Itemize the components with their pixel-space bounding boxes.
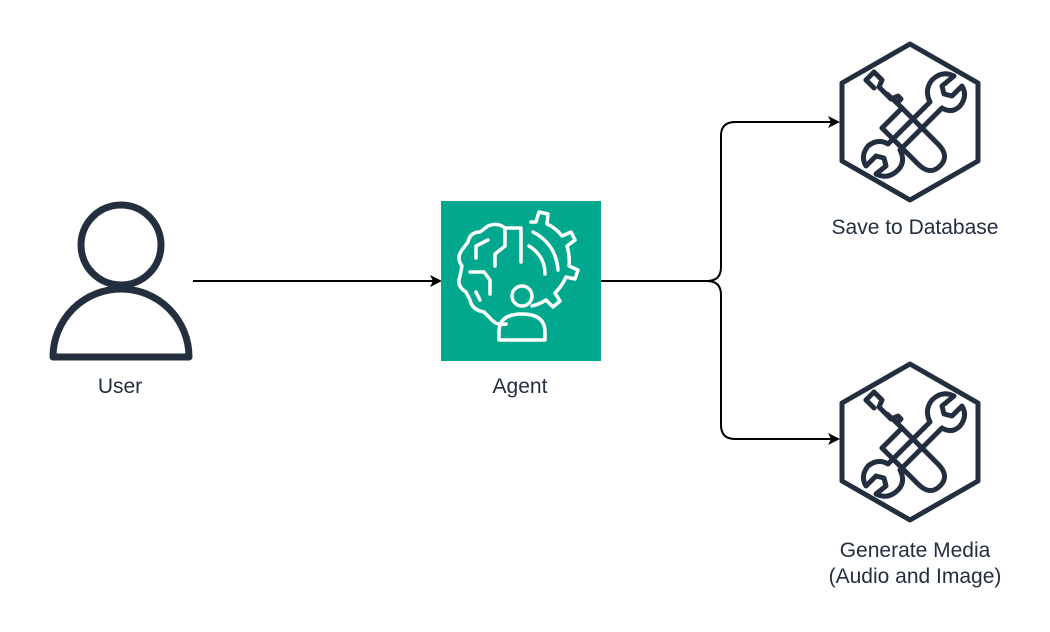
agent-label: Agent bbox=[492, 375, 548, 398]
edge-agent-to-gen-media bbox=[601, 280, 840, 445]
user-label: User bbox=[97, 375, 143, 398]
save-to-database-label: Save to Database bbox=[831, 216, 999, 239]
tools-icon-gen-media[interactable] bbox=[839, 361, 981, 523]
edge-agent-to-save-db bbox=[601, 116, 840, 282]
agent-brain-gear-icon[interactable] bbox=[441, 201, 601, 361]
generate-media-label-line2: (Audio and Image) bbox=[828, 565, 1002, 588]
generate-media-label-line1: Generate Media bbox=[839, 539, 991, 562]
generate-media-label: Generate Media (Audio and Image) bbox=[790, 538, 1040, 590]
tools-icon-save-db[interactable] bbox=[839, 41, 981, 203]
user-icon[interactable] bbox=[49, 201, 193, 361]
